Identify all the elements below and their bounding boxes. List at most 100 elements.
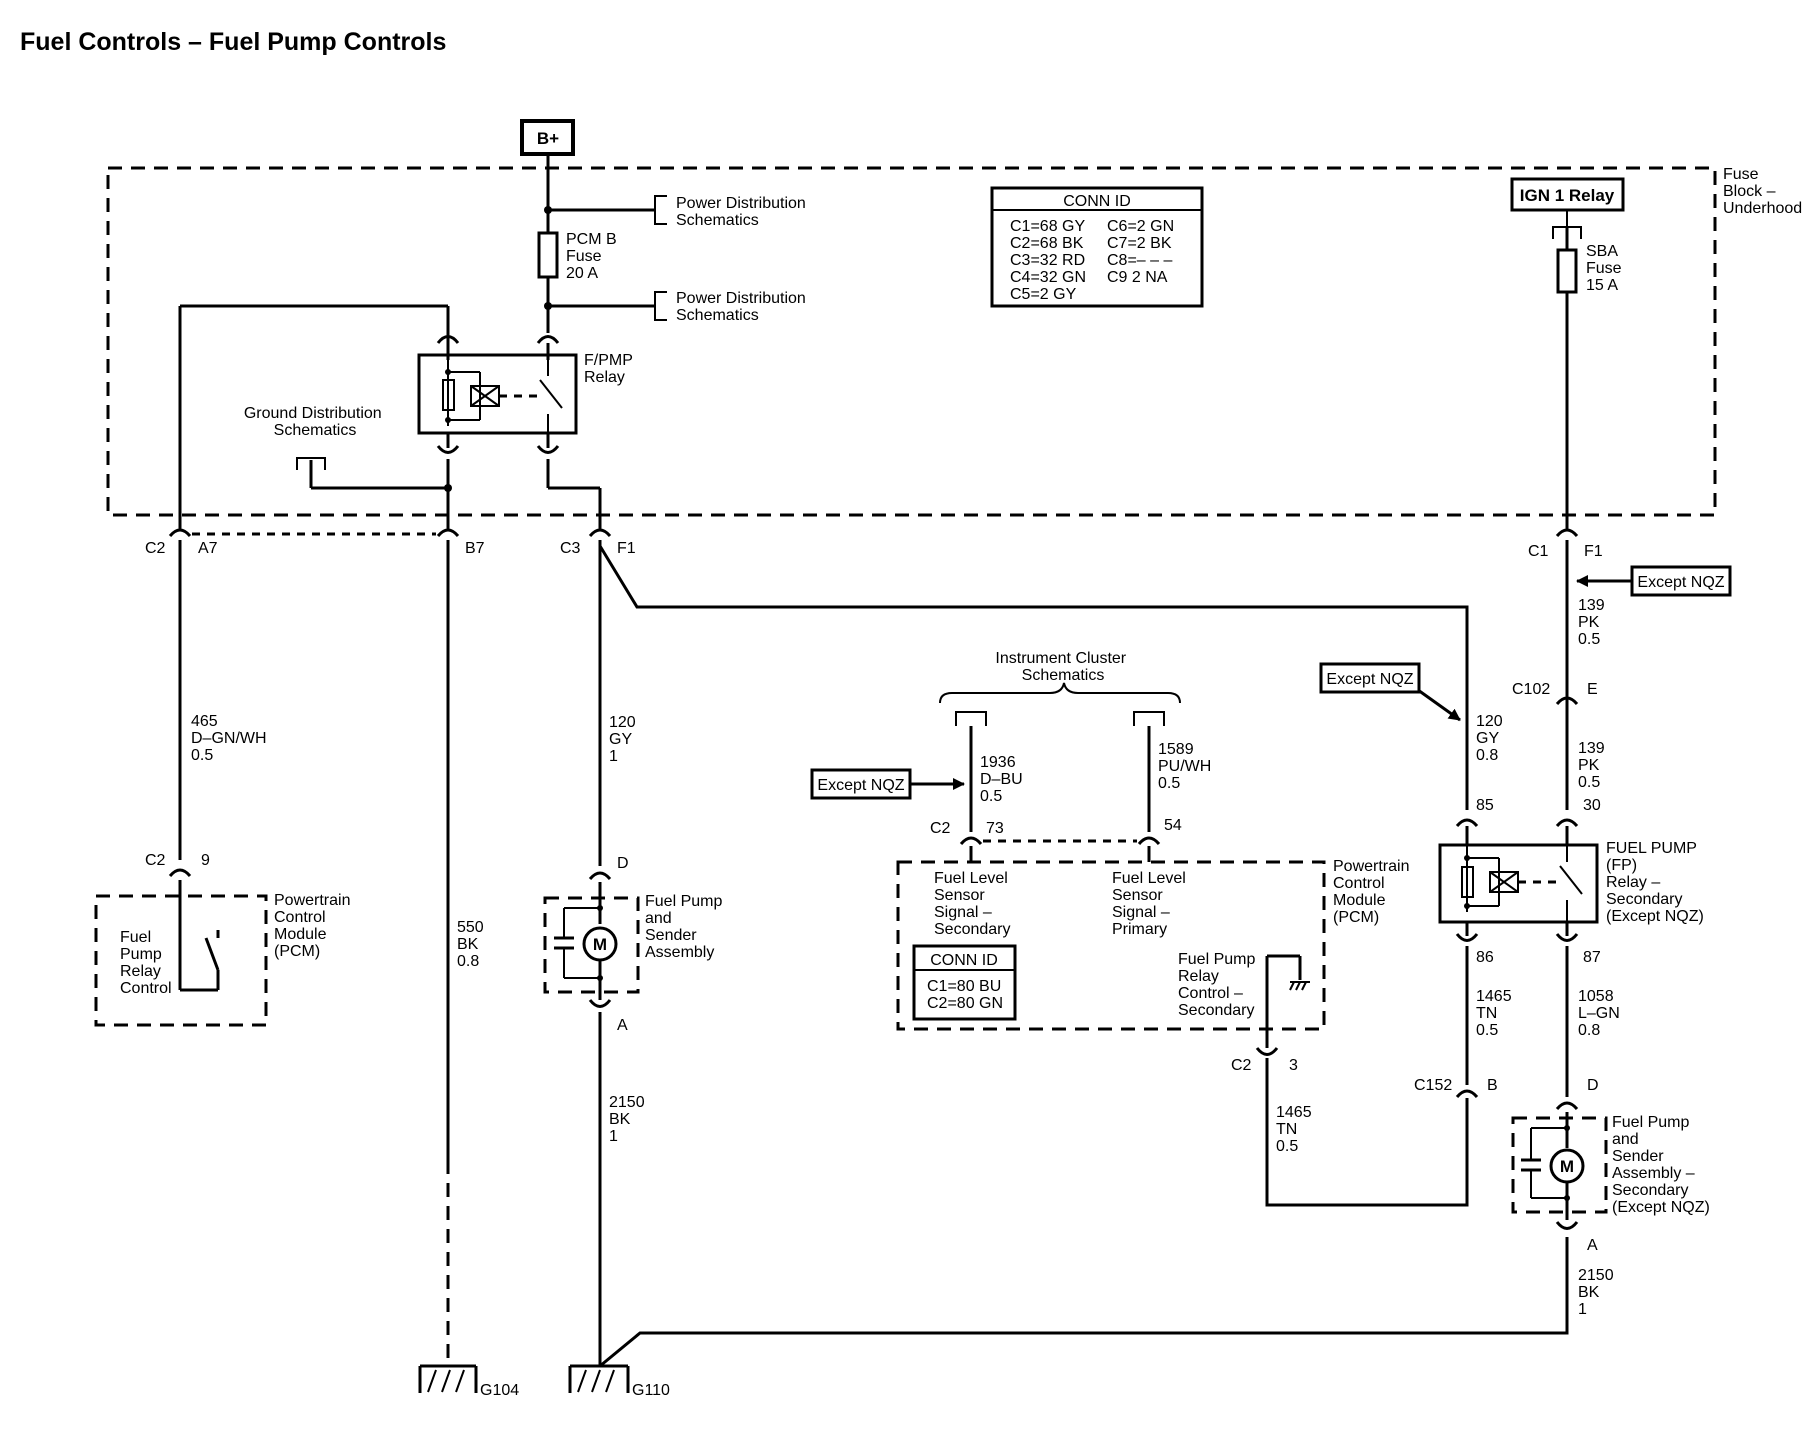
fuel-level-secondary-label: Fuel Level Sensor Signal – Secondary	[934, 870, 1012, 938]
fuel-pump-sender-boundary	[543, 896, 640, 994]
connector-a-left	[588, 999, 612, 1008]
except-nqz-label-2: Except NQZ	[1326, 671, 1413, 688]
fuse-block-boundary	[106, 166, 1717, 517]
wire-120-left-label: 120 GY 1	[609, 714, 640, 765]
connector-d-right	[1555, 1101, 1579, 1111]
relay-control-secondary-switch	[1265, 954, 1310, 1048]
wire-1465-secondary	[1265, 1058, 1469, 1207]
pin-f1-left: F1	[617, 540, 636, 557]
connector-c152	[1455, 1089, 1479, 1099]
pin-b7: B7	[465, 540, 485, 557]
pcm-mid-label: Powertrain Control Module (PCM)	[1333, 858, 1414, 926]
wire-1465-secondary-label: 1465 TN 0.5	[1276, 1104, 1316, 1155]
fuse-block-connectors	[168, 528, 1579, 538]
connector-a-right	[1555, 1221, 1579, 1230]
wire-2150-right-label: 2150 BK 1	[1578, 1267, 1618, 1318]
fp-relay-secondary	[1438, 818, 1599, 942]
ground-distribution-label: Ground Distribution Schematics	[244, 405, 386, 439]
pin-30-label: 30	[1583, 797, 1601, 814]
wire-550-label: 550 BK 0.8	[457, 919, 488, 970]
wire-1058-label: 1058 L–GN 0.8	[1578, 988, 1624, 1039]
connector-c102-label: C102	[1512, 681, 1550, 698]
fuel-level-primary-label: Fuel Level Sensor Signal – Primary	[1112, 870, 1190, 938]
connector-d-left-label: D	[617, 855, 629, 872]
fuel-pump-sender-secondary-label: Fuel Pump and Sender Assembly – Secondar…	[1612, 1114, 1710, 1216]
except-nqz-arrow-2	[1417, 688, 1461, 722]
wire-1936-label: 1936 D–BU 0.5	[980, 754, 1027, 805]
connector-d-left	[588, 871, 612, 881]
pcm-mid-boundary	[896, 860, 1326, 1031]
pin-86-label: 86	[1476, 949, 1494, 966]
pin-73-label: 73	[986, 820, 1004, 837]
wire-120-branch	[598, 545, 1469, 810]
pin-87-label: 87	[1583, 949, 1601, 966]
motor-letter-left: M	[593, 935, 607, 954]
wire-1465-tn-label: 1465 TN 0.5	[1476, 988, 1516, 1039]
ground-g104-label: G104	[480, 1382, 519, 1399]
pin-b-label: B	[1487, 1077, 1498, 1094]
fuel-pump-relay-control-label: Fuel Pump Relay Control	[120, 929, 172, 997]
battery-positive-label: B+	[537, 129, 559, 148]
instrument-cluster-brace	[939, 682, 1181, 704]
relay-control-secondary-label: Fuel Pump Relay Control – Secondary	[1178, 951, 1260, 1019]
wire-139-upper-label: 139 PK 0.5	[1578, 597, 1609, 648]
except-nqz-label-3: Except NQZ	[1637, 574, 1724, 591]
conn-id-title-top: CONN ID	[1063, 193, 1131, 210]
connector-c2-9-label: C2	[145, 852, 166, 869]
motor-letter-right: M	[1560, 1157, 1574, 1176]
fuel-pump-sender-secondary-boundary	[1511, 1116, 1608, 1214]
wire-120-right-label: 120 GY 0.8	[1476, 713, 1507, 764]
conn-id-table-mid	[912, 944, 1017, 1021]
connector-a-right-label: A	[1587, 1237, 1598, 1254]
conn-id-left-col: C1=68 GY C2=68 BK C3=32 RD C4=32 GN C5=2…	[1010, 218, 1091, 303]
fp-relay-secondary-label: FUEL PUMP (FP) Relay – Secondary (Except…	[1606, 840, 1704, 925]
fpmp-relay	[417, 335, 578, 454]
pcm-b-fuse-circuit	[537, 154, 667, 333]
connector-a-left-label: A	[617, 1017, 628, 1034]
ign1-relay-label: IGN 1 Relay	[1520, 186, 1615, 205]
fuel-pump-sender-label: Fuel Pump and Sender Assembly	[645, 893, 727, 961]
connector-c2-3-label: C2	[1231, 1057, 1252, 1074]
conn-id-mid-rows: C1=80 BU C2=80 GN	[927, 978, 1006, 1012]
connector-c2-9	[168, 868, 192, 878]
fuse-block-internal-wiring	[178, 304, 602, 530]
connector-d-right-label: D	[1587, 1077, 1599, 1094]
wire-1589-label: 1589 PU/WH 0.5	[1158, 741, 1216, 792]
wire-2150-left-label: 2150 BK 1	[609, 1094, 649, 1145]
pin-a7: A7	[198, 540, 218, 557]
connector-c2-a7: C2	[145, 540, 166, 557]
page-title: Fuel Controls – Fuel Pump Controls	[20, 28, 446, 56]
power-distribution-label-2: Power Distribution Schematics	[676, 290, 810, 324]
wire-465-label: 465 D–GN/WH 0.5	[191, 713, 271, 764]
pcm-left-label: Powertrain Control Module (PCM)	[274, 892, 355, 960]
pcm-left-boundary	[94, 894, 268, 1027]
conn-id-title-mid: CONN ID	[930, 952, 998, 969]
connector-c3: C3	[560, 540, 581, 557]
fuel-pump-motor-right	[1521, 1112, 1585, 1220]
pin-85-label: 85	[1476, 797, 1494, 814]
connector-c2-3	[1255, 1047, 1279, 1056]
sba-fuse	[1552, 210, 1582, 530]
instrument-cluster-connectors	[955, 711, 1165, 832]
ground-g110-symbol	[568, 1364, 630, 1393]
conn-id-table-top	[990, 186, 1204, 308]
fuel-pump-relay-control-switch	[178, 880, 220, 992]
sba-fuse-label: SBA Fuse 15 A	[1586, 243, 1626, 294]
conn-id-right-col: C6=2 GN C7=2 BK C8=– – – C9 2 NA	[1107, 218, 1179, 286]
connector-c152-label: C152	[1414, 1077, 1452, 1094]
ground-g110-label: G110	[632, 1382, 670, 1399]
fuel-pump-motor-left	[554, 882, 618, 1000]
connector-c2-73-label: C2	[930, 820, 951, 837]
pcm-b-fuse-label: PCM B Fuse 20 A	[566, 231, 621, 282]
power-distribution-label-1: Power Distribution Schematics	[676, 195, 810, 229]
except-nqz-box-2	[1319, 662, 1421, 694]
instrument-cluster-label: Instrument Cluster Schematics	[995, 650, 1130, 684]
wire-139-lower-label: 139 PK 0.5	[1578, 740, 1609, 791]
except-nqz-label-1: Except NQZ	[817, 777, 904, 794]
fuse-block-label: Fuse Block – Underhood	[1723, 166, 1802, 217]
pcm-mid-connectors	[959, 836, 1161, 862]
fpmp-relay-label: F/PMP Relay	[584, 352, 637, 386]
pin-f1-right: F1	[1584, 543, 1603, 560]
pin-e-label: E	[1587, 681, 1598, 698]
